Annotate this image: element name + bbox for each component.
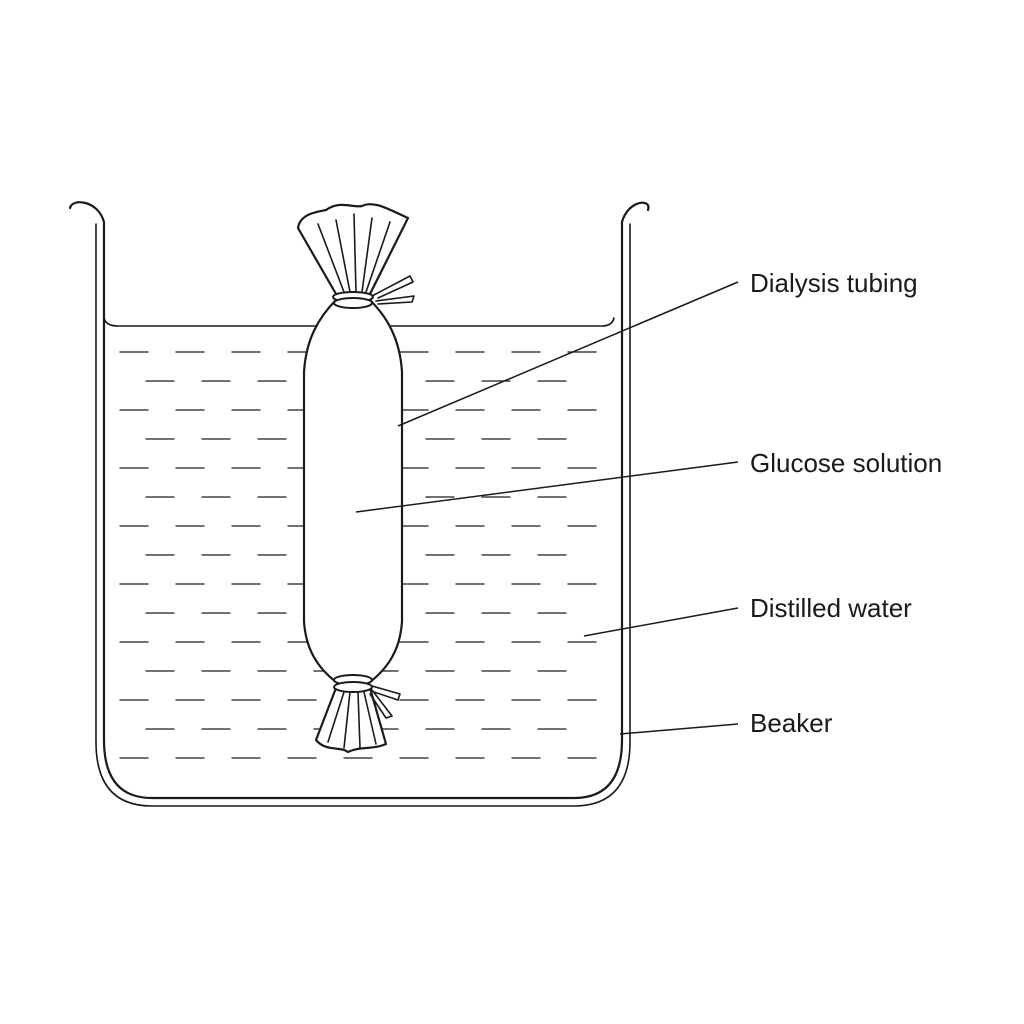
tube-bottom-gather — [314, 686, 388, 754]
dialysis-tube-body — [302, 298, 404, 684]
leader-dialysis-tubing — [397, 281, 739, 427]
tube-bottom-folds — [327, 691, 377, 749]
tube-top-gather — [296, 203, 410, 296]
beaker-outline — [68, 201, 650, 800]
top-tie — [332, 275, 415, 309]
label-distilled-water: Distilled water — [750, 593, 912, 623]
label-glucose-solution: Glucose solution — [750, 448, 943, 478]
label-dialysis-tubing: Dialysis tubing — [750, 268, 918, 298]
label-beaker: Beaker — [750, 708, 833, 738]
leader-beaker — [619, 723, 739, 735]
beaker-inner-wall — [95, 223, 631, 807]
leader-distilled-water — [583, 607, 739, 637]
water-dashes — [119, 351, 597, 759]
leader-glucose-solution — [355, 461, 739, 513]
tube-top-folds — [317, 213, 391, 293]
bottom-tie — [333, 674, 401, 719]
